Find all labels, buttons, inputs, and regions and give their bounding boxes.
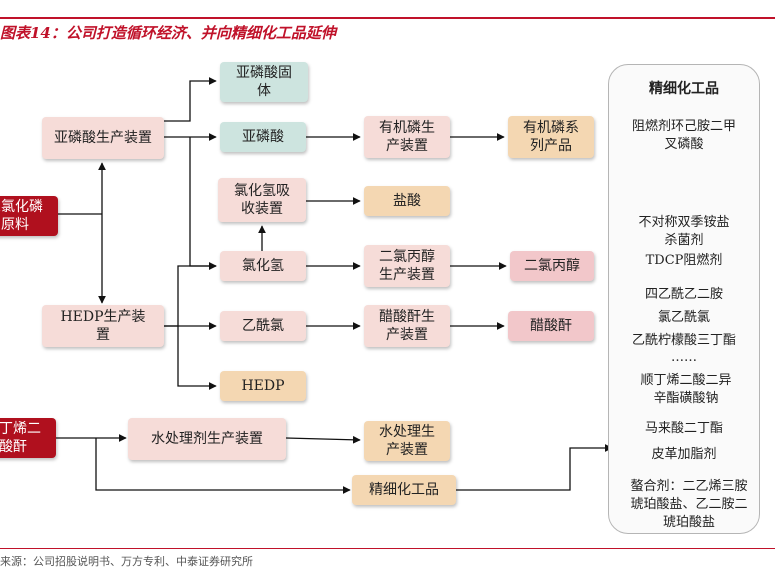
node-luhuaqing-xishou: 氯化氢吸收装置 bbox=[218, 178, 306, 222]
bottom-rule bbox=[0, 548, 775, 549]
panel-item-6: …… bbox=[671, 350, 697, 365]
panel-item-4: 氯乙酰氯 bbox=[657, 310, 710, 325]
source-note: 来源：公司招股说明书、万方专利、中泰证券研究所 bbox=[0, 555, 253, 568]
arrow-to-hcl-a bbox=[189, 137, 217, 270]
arrow-to-solid bbox=[164, 77, 217, 122]
node-shuichuli-chanpin: 水处理生产装置 bbox=[364, 421, 450, 461]
arrow-to-water-product bbox=[285, 435, 361, 444]
node-sanlvhualin: 三氯化磷原料 bbox=[0, 196, 58, 236]
node-erlvbingchun: 二氯丙醇 bbox=[510, 251, 594, 281]
node-yalinsuan-guti: 亚磷酸固体 bbox=[220, 62, 308, 102]
node-hedp-zhuangzhi: HEDP生产装置 bbox=[42, 305, 164, 347]
panel-item-8: 马来酸二丁酯 bbox=[644, 421, 723, 436]
node-bingxisuangan-label: 顺丁烯二酸酐 bbox=[0, 421, 41, 455]
node-cusuangan-zhuangzhi: 醋酸酐生产装置 bbox=[364, 305, 450, 347]
node-yalinsuan-zhuangzhi: 亚磷酸生产装置 bbox=[42, 117, 164, 159]
arrow-to-hedp bbox=[177, 326, 217, 390]
arrow-to-fine-chem bbox=[95, 438, 351, 494]
node-yalinsuan: 亚磷酸 bbox=[220, 122, 306, 152]
panel-item-5: 乙酰柠檬酸三丁酯 bbox=[631, 333, 736, 348]
panel-item-1: 不对称双季铵盐杀菌剂 bbox=[638, 215, 730, 248]
node-youjilin-zhuangzhi: 有机磷生产装置 bbox=[364, 116, 450, 158]
arrow-to-hcl-b bbox=[164, 262, 217, 327]
node-yansuan: 盐酸 bbox=[364, 186, 450, 216]
panel-item-7: 顺丁烯二酸二异辛酯磺酸钠 bbox=[640, 373, 732, 406]
node-sanlvhualin-label: 三氯化磷原料 bbox=[0, 199, 43, 233]
node-bingxisuangan: 顺丁烯二酸酐 bbox=[0, 418, 56, 458]
panel-item-2: TDCP阻燃剂 bbox=[645, 253, 723, 268]
node-jingxi: 精细化工品 bbox=[352, 475, 456, 505]
figure-title: 图表14：公司打造循环经济、并向精细化工品延伸 bbox=[0, 24, 336, 42]
node-erlvbingchun-zhuangzhi: 二氯丙醇生产装置 bbox=[364, 245, 450, 287]
panel-header: 精细化工品 bbox=[649, 81, 719, 97]
panel-item-9: 皮革加脂剂 bbox=[651, 447, 717, 462]
panel-item-0: 阻燃剂环己胺二甲叉磷酸 bbox=[631, 119, 736, 152]
node-luhuaqing: 氯化氢 bbox=[220, 251, 306, 281]
node-yixianlv: 乙酰氯 bbox=[220, 311, 306, 341]
node-cusuangan: 醋酸酐 bbox=[508, 311, 594, 341]
panel-item-10: 螯合剂：二乙烯三胺琥珀酸盐、乙二胺二琥珀酸盐 bbox=[630, 479, 748, 530]
top-rule bbox=[0, 17, 775, 19]
node-hedp: HEDP bbox=[220, 371, 306, 401]
node-youjilin-chanpin: 有机磷系列产品 bbox=[508, 116, 594, 158]
panel-item-3: 四乙酰乙二胺 bbox=[644, 287, 723, 302]
node-shuichuli-zhuangzhi: 水处理剂生产装置 bbox=[128, 418, 286, 460]
arrow-to-panel bbox=[456, 444, 613, 491]
fine-chem-panel bbox=[608, 64, 760, 534]
